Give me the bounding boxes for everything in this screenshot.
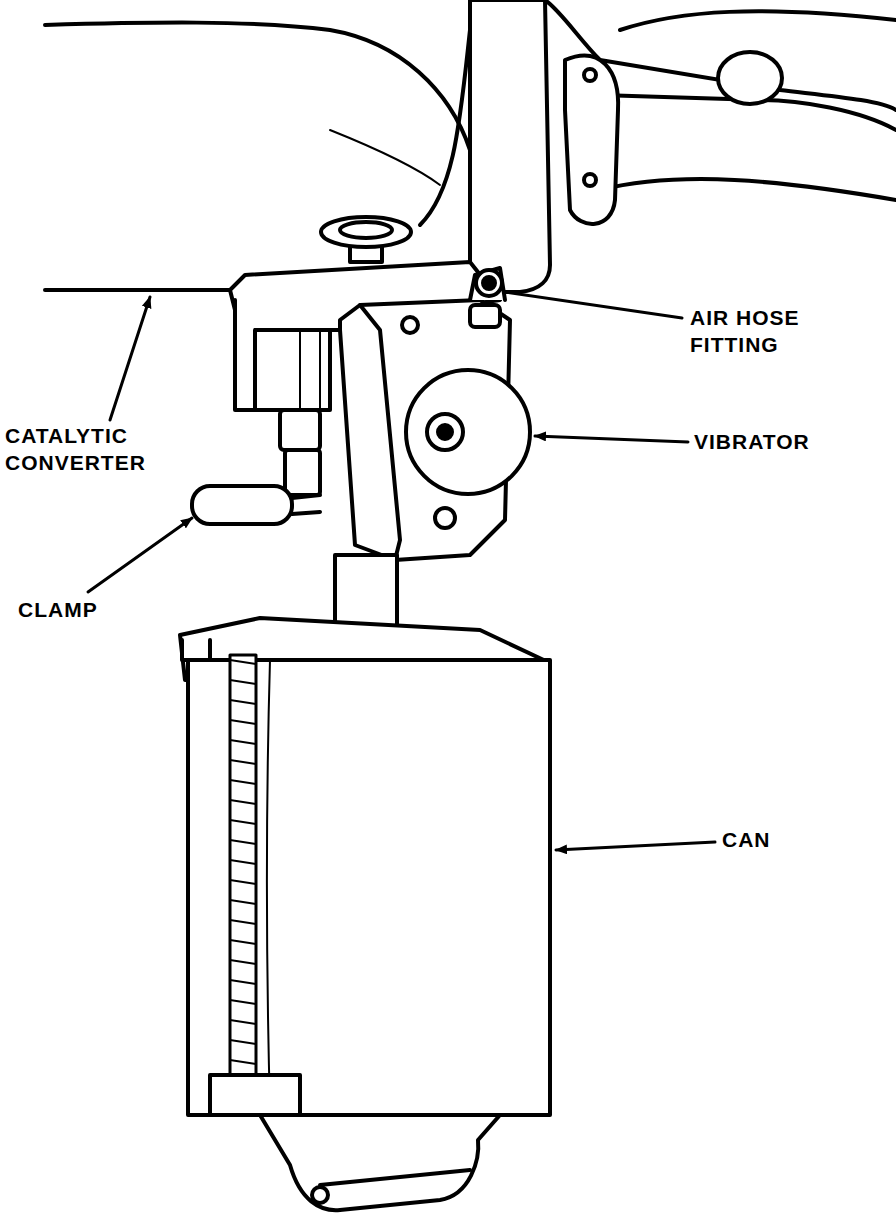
part-label: VIBRATOR xyxy=(694,428,884,455)
part-label: CLAMP xyxy=(18,596,168,623)
part-label: CAN xyxy=(722,826,842,853)
part-label: CATALYTIC CONVERTER xyxy=(5,422,220,476)
part-label: AIR HOSE FITTING xyxy=(690,304,850,358)
